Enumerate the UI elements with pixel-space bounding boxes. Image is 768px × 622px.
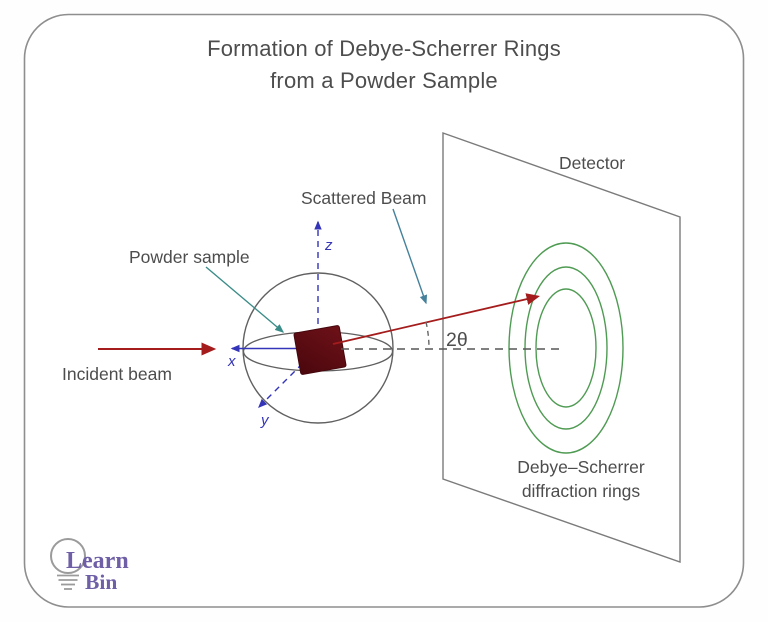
scattered-beam-label: Scattered Beam <box>301 188 426 208</box>
powder-sample-cube <box>293 325 347 375</box>
rings-caption-line-2: diffraction rings <box>522 481 641 501</box>
figure-title-line-2: from a Powder Sample <box>270 68 498 93</box>
x-axis-label: x <box>227 353 236 370</box>
lightbulb-glass <box>50 538 86 574</box>
angle-label: 2θ <box>446 329 468 351</box>
learnbin-logo: Learn Bin <box>50 538 129 594</box>
y-axis-label: y <box>260 412 270 429</box>
diffraction-ring-inner <box>535 288 597 408</box>
powder-sample-pointer-arrow <box>205 266 285 333</box>
scattered-beam-pointer-arrow <box>392 208 428 305</box>
figure-title-line-1: Formation of Debye-Scherrer Rings <box>207 36 561 61</box>
diffraction-ring-middle <box>524 266 608 430</box>
logo-text-learn: Learn <box>66 548 129 574</box>
detector-panel <box>442 132 681 563</box>
incident-beam-label: Incident beam <box>62 364 172 384</box>
powder-sample-label: Powder sample <box>129 247 250 267</box>
z-axis-label: z <box>324 237 333 254</box>
powder-sample-cube-face <box>293 325 347 375</box>
diffraction-ring-outer <box>508 242 624 454</box>
debye-scherrer-rings <box>508 242 624 454</box>
logo-text-bin: Bin <box>85 570 117 594</box>
figure-frame <box>23 13 745 608</box>
scattered-beam-arrow <box>332 293 540 345</box>
lightbulb-icon <box>50 538 86 590</box>
angle-arc <box>425 321 430 350</box>
detector-label: Detector <box>559 153 625 173</box>
rings-caption-line-1: Debye–Scherrer <box>517 457 645 477</box>
